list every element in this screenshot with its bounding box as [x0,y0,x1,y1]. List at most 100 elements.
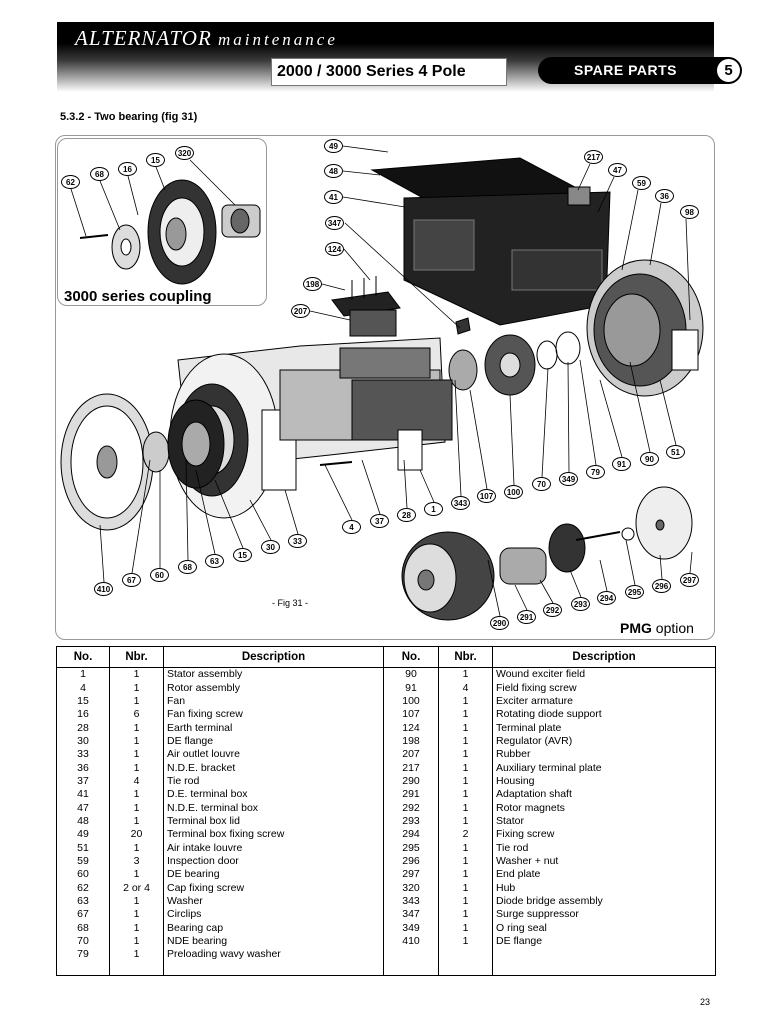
table-cell: Stator assembly [163,667,384,682]
table-cell: 1 [438,761,493,775]
document-title: ALTERNATOR maintenance [75,26,338,51]
table-cell: Terminal box lid [163,814,384,829]
table-cell [438,961,493,976]
table-cell: 91 [383,681,439,695]
col-header-description: Description [163,646,384,668]
table-cell: Rotating diode support [492,708,716,722]
table-cell: 1 [438,841,493,855]
table-cell: 1 [438,708,493,722]
table-cell: 1 [109,934,164,949]
callout-label: 124 [325,242,344,256]
table-cell: 1 [438,908,493,922]
table-cell: Housing [492,774,716,789]
callout-label: 4 [342,520,361,534]
table-cell: 51 [56,841,110,855]
table-cell: 293 [383,814,439,829]
table-cell: 100 [383,694,439,709]
table-cell: 292 [383,801,439,815]
table-cell: 1 [109,748,164,762]
table-cell: 1 [438,774,493,789]
table-cell: 36 [56,761,110,775]
table-cell: 1 [438,667,493,682]
exploded-view-frame [55,135,715,640]
table-cell [492,961,716,976]
table-cell: 1 [109,734,164,749]
callout-label: 63 [205,554,224,568]
table-cell: 1 [109,694,164,709]
table-cell: 207 [383,748,439,762]
callout-label: 217 [584,150,603,164]
table-cell: 79 [56,948,110,962]
callout-label: 15 [233,548,252,562]
callout-label: 62 [61,175,80,189]
table-cell: Circlips [163,908,384,922]
table-cell: 3 [109,854,164,869]
table-cell: 1 [438,921,493,935]
table-cell: 4 [56,681,110,695]
col-header-no-2: No. [383,646,439,668]
table-cell: Cap fixing screw [163,881,384,895]
avr-drawing [331,276,401,337]
table-cell: 47 [56,801,110,815]
title-main: ALTERNATOR [75,26,212,50]
coupling-drawing [79,179,261,285]
table-cell: 41 [56,788,110,802]
table-cell: 1 [109,948,164,962]
callout-label: 294 [597,591,616,605]
table-cell: 1 [438,721,493,735]
table-cell: 48 [56,814,110,829]
callout-label: 90 [640,452,659,466]
table-cell: 1 [438,788,493,802]
table-cell: 1 [109,681,164,695]
callout-label: 51 [666,445,685,459]
callout-label: 290 [490,616,509,630]
table-cell: Fan fixing screw [163,708,384,722]
table-cell: 37 [56,774,110,789]
col-header-nbr-2: Nbr. [438,646,493,668]
callout-label: 36 [655,189,674,203]
table-cell: 68 [56,921,110,935]
series-title: 2000 / 3000 Series 4 Pole [271,58,507,86]
table-cell [492,948,716,962]
table-cell: Field fixing screw [492,681,716,695]
table-cell: 1 [109,788,164,802]
table-cell: End plate [492,868,716,882]
page-number: 23 [700,997,711,1007]
table-cell: Rotor magnets [492,801,716,815]
table-cell: 60 [56,868,110,882]
callout-label: 15 [146,153,165,167]
callout-label: 107 [477,489,496,503]
table-cell: Inspection door [163,854,384,869]
inset-label: 3000 series coupling [64,288,212,305]
table-cell: 1 [109,721,164,735]
table-cell: 1 [56,667,110,682]
table-cell: 1 [109,761,164,775]
title-sub: maintenance [218,30,338,49]
col-header-no: No. [56,646,110,668]
callout-label: 98 [680,205,699,219]
callout-label: 347 [325,216,344,230]
table-cell: 1 [438,881,493,895]
table-cell [383,961,439,976]
col-header-description-2: Description [492,646,716,668]
callout-label: 33 [288,534,307,548]
table-cell [383,948,439,962]
table-cell: DE flange [492,934,716,949]
callout-label: 349 [559,472,578,486]
table-cell [56,961,110,976]
spare-parts-table: No. Nbr. Description No. Nbr. Descriptio… [56,646,716,976]
table-cell: 1 [438,801,493,815]
table-cell: Exciter armature [492,694,716,709]
callout-label: 49 [324,139,343,153]
callout-label: 16 [118,162,137,176]
callout-label: 70 [532,477,551,491]
